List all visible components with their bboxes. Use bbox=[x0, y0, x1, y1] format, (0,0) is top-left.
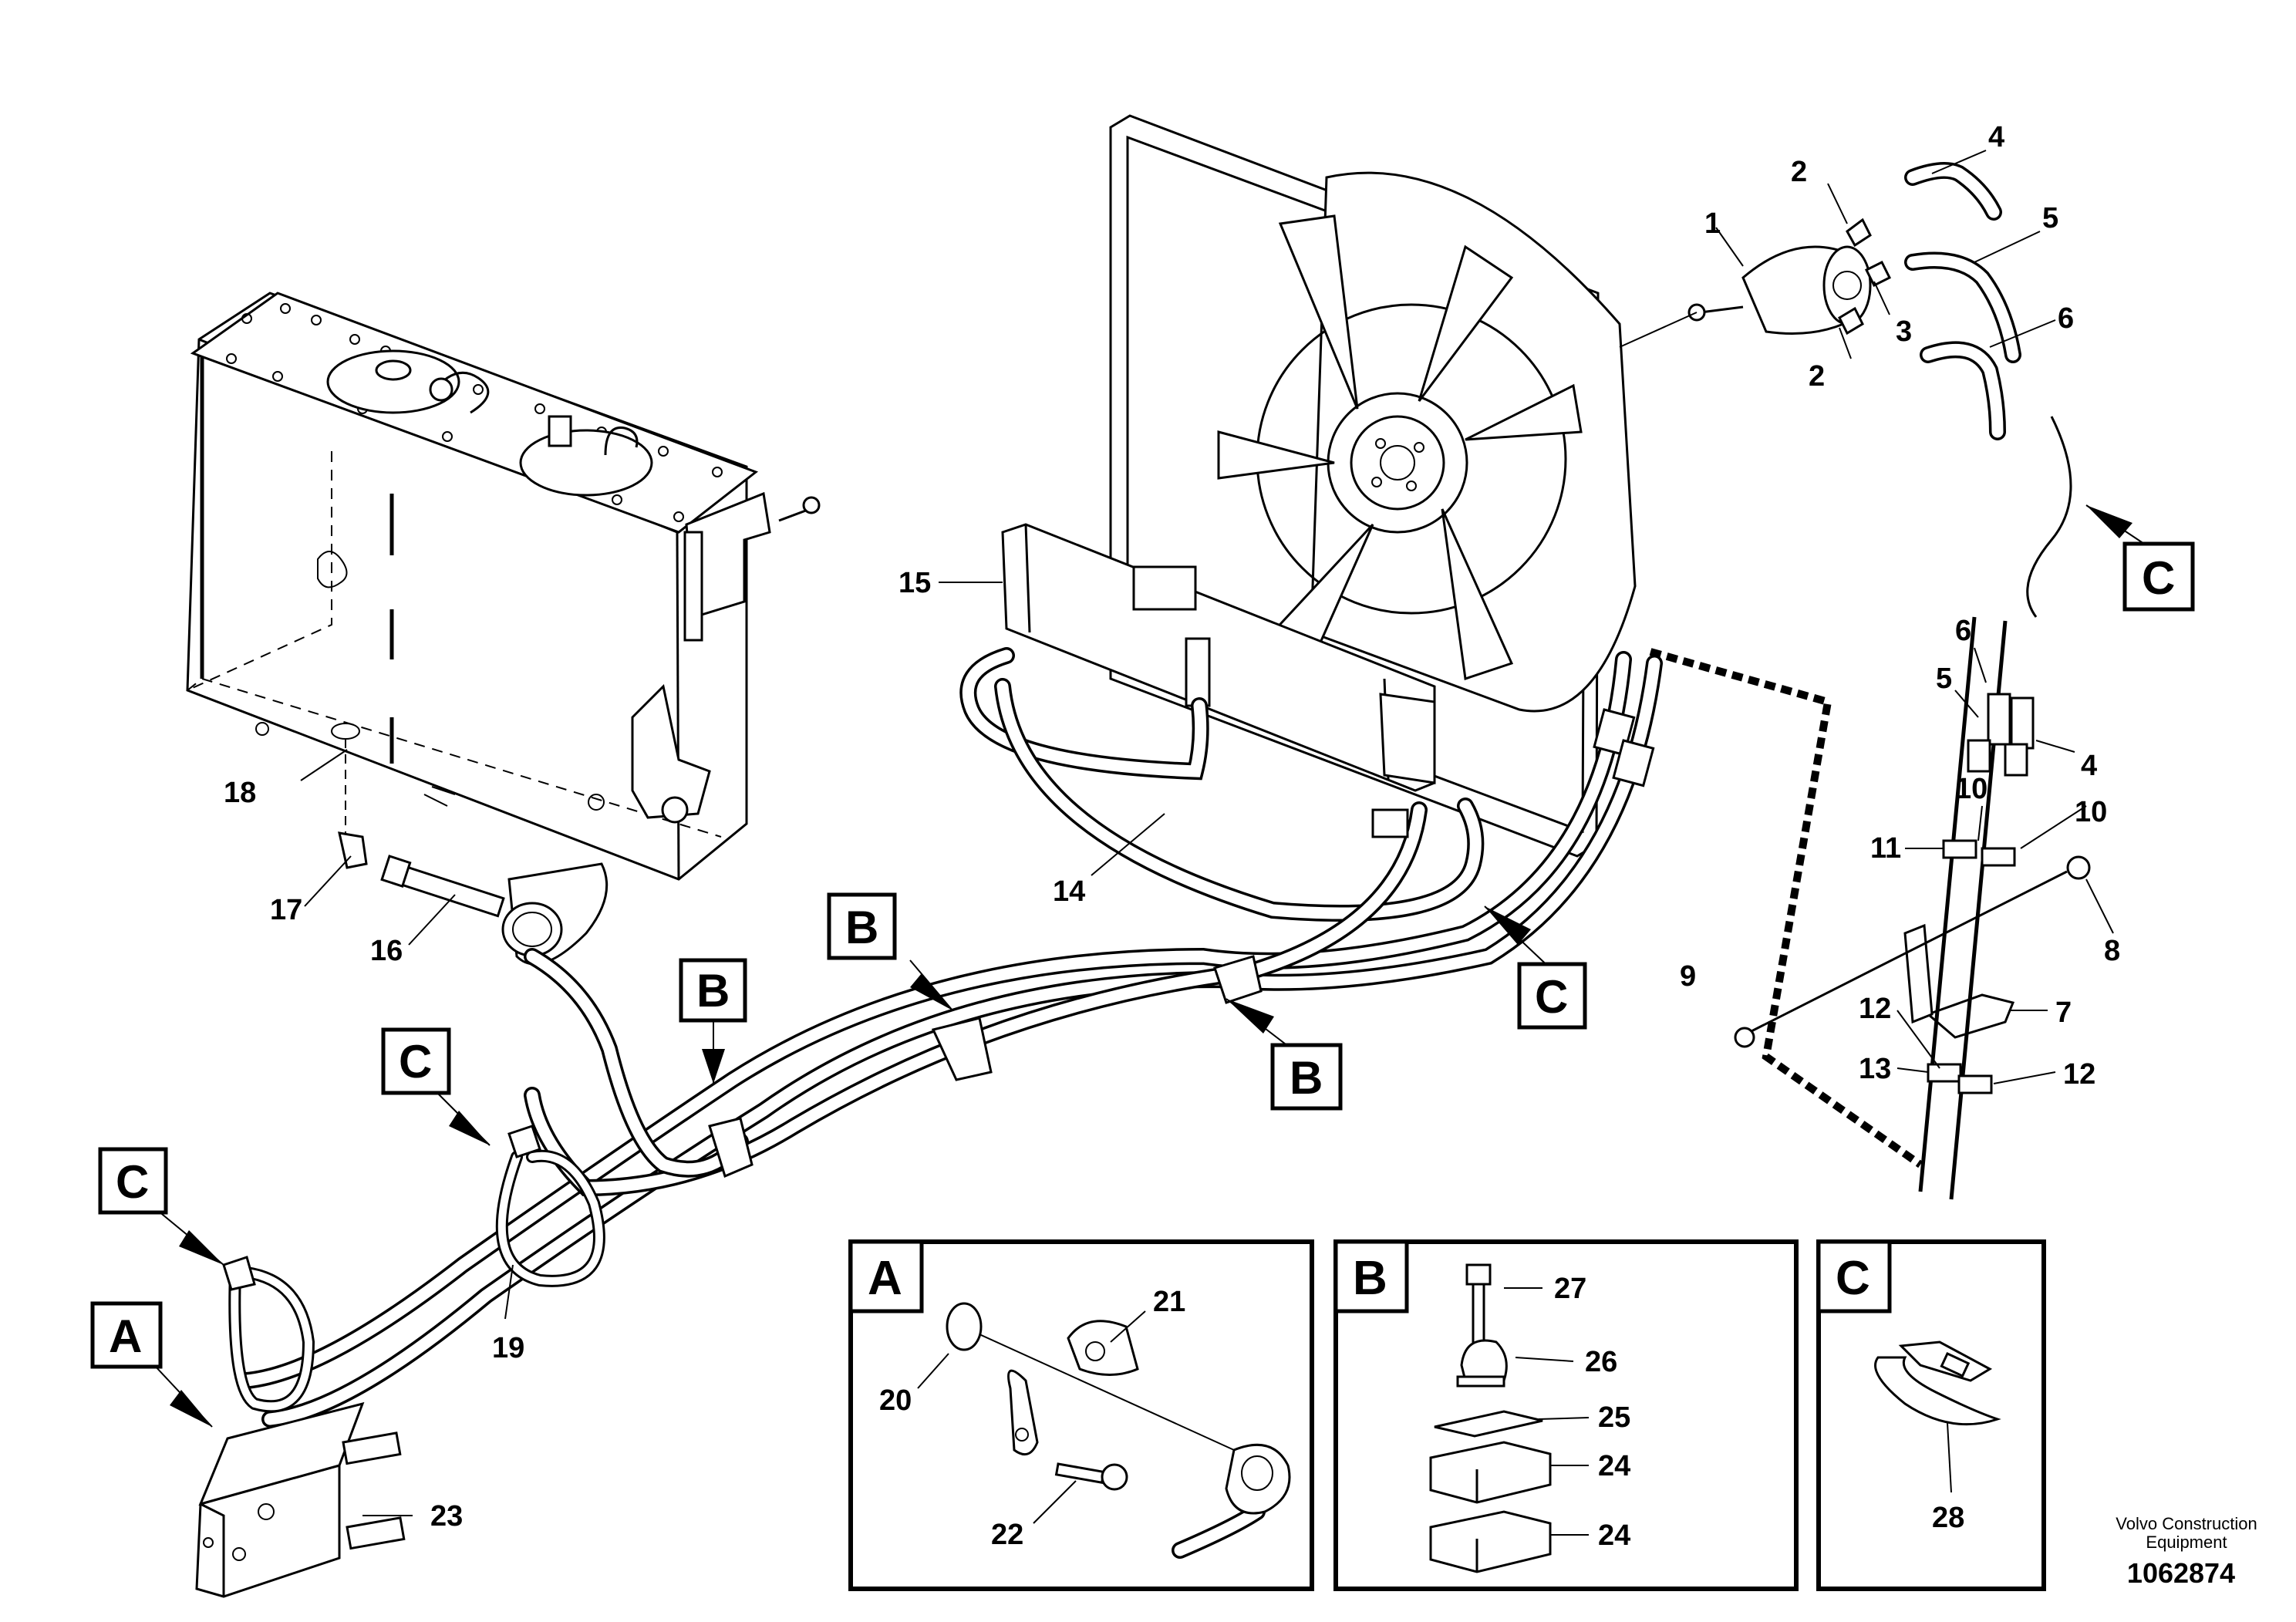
flag-pointers bbox=[153, 504, 2145, 1428]
callout-9: 9 bbox=[1680, 960, 1696, 993]
callout-4-lower: 4 bbox=[2081, 750, 2097, 782]
callout-12-right: 12 bbox=[2063, 1058, 2095, 1091]
callout-5-lower: 5 bbox=[1936, 663, 1952, 695]
flag-b-mid-box bbox=[827, 892, 897, 960]
footer: Volvo Construction Equipment 1062874 bbox=[2116, 1514, 2257, 1589]
document-number: 1062874 bbox=[2127, 1557, 2235, 1589]
inset-a: A 20 21 22 bbox=[848, 1239, 1314, 1591]
callout-27: 27 bbox=[1554, 1273, 1586, 1305]
flag-c-center-box bbox=[1517, 962, 1587, 1030]
callout-26: 26 bbox=[1585, 1346, 1617, 1378]
flag-c-right: C bbox=[2142, 552, 2175, 604]
callout-18: 18 bbox=[224, 777, 256, 809]
callout-19: 19 bbox=[492, 1332, 524, 1364]
callout-16: 16 bbox=[370, 935, 403, 967]
callout-20: 20 bbox=[879, 1384, 912, 1417]
flag-c-mid-box bbox=[381, 1027, 451, 1095]
radiator-fan-assembly bbox=[1001, 114, 1892, 858]
flag-b-right-box bbox=[1270, 1043, 1343, 1111]
callout-8: 8 bbox=[2104, 935, 2120, 967]
callout-7: 7 bbox=[2055, 996, 2072, 1029]
control-valve bbox=[195, 1401, 406, 1598]
callout-3: 3 bbox=[1896, 315, 1912, 348]
flag-a-main: A bbox=[109, 1310, 142, 1362]
inset-c: C 28 bbox=[1816, 1239, 2046, 1591]
inset-a-label: A bbox=[868, 1252, 902, 1305]
callout-4-upper: 4 bbox=[1988, 121, 2004, 153]
flag-b-right: B bbox=[1290, 1052, 1323, 1104]
flag-b-left: B bbox=[696, 965, 730, 1017]
callout-2-upper: 2 bbox=[1791, 156, 1807, 188]
callout-17: 17 bbox=[270, 894, 302, 926]
callout-28: 28 bbox=[1932, 1502, 1964, 1534]
callout-6-lower: 6 bbox=[1955, 615, 1971, 647]
callout-22: 22 bbox=[991, 1519, 1023, 1551]
flag-c-left: C bbox=[116, 1156, 149, 1208]
callout-10-left: 10 bbox=[1955, 773, 1988, 805]
hoses bbox=[222, 162, 2072, 1428]
callout-13: 13 bbox=[1859, 1053, 1891, 1085]
callout-24-upper: 24 bbox=[1598, 1450, 1630, 1482]
inset-c-label: C bbox=[1836, 1252, 1870, 1305]
flag-c-center: C bbox=[1535, 971, 1568, 1023]
inset-b: B 27 26 25 24 24 bbox=[1333, 1239, 1799, 1591]
flag-a-main-box bbox=[90, 1301, 163, 1369]
callout-1: 1 bbox=[1704, 207, 1721, 240]
callout-23: 23 bbox=[430, 1500, 463, 1533]
flag-c-right-box bbox=[2122, 541, 2195, 612]
section-flags: C C B B B C C A bbox=[90, 541, 2195, 1369]
flag-b-mid: B bbox=[845, 902, 878, 953]
callout-12-left: 12 bbox=[1859, 993, 1891, 1025]
callout-numbers: 1 2 2 3 4 5 6 6 5 4 10 10 11 8 9 7 12 13… bbox=[224, 121, 2120, 1533]
callout-2-lower: 2 bbox=[1809, 360, 1825, 393]
hose-bracket bbox=[1734, 616, 2091, 1200]
leader-lines bbox=[300, 150, 2114, 1516]
callout-10-right: 10 bbox=[2075, 796, 2107, 828]
callout-6-upper: 6 bbox=[2058, 302, 2074, 335]
hydraulic-tank bbox=[186, 292, 821, 966]
callout-25: 25 bbox=[1598, 1401, 1630, 1434]
inset-b-label: B bbox=[1353, 1252, 1387, 1305]
flag-c-left-box bbox=[98, 1147, 168, 1215]
flag-b-left-box bbox=[679, 958, 747, 1023]
maker-line-2: Equipment bbox=[2146, 1533, 2227, 1552]
flag-c-mid: C bbox=[399, 1036, 432, 1088]
callout-11: 11 bbox=[1870, 832, 1901, 865]
callout-24-lower: 24 bbox=[1598, 1519, 1630, 1552]
maker-line-1: Volvo Construction bbox=[2116, 1514, 2257, 1533]
callout-15: 15 bbox=[899, 567, 931, 599]
callout-21: 21 bbox=[1153, 1286, 1185, 1318]
hidden-hose-route bbox=[1649, 648, 1923, 1168]
callout-14: 14 bbox=[1053, 875, 1085, 908]
callout-5-upper: 5 bbox=[2042, 202, 2058, 234]
